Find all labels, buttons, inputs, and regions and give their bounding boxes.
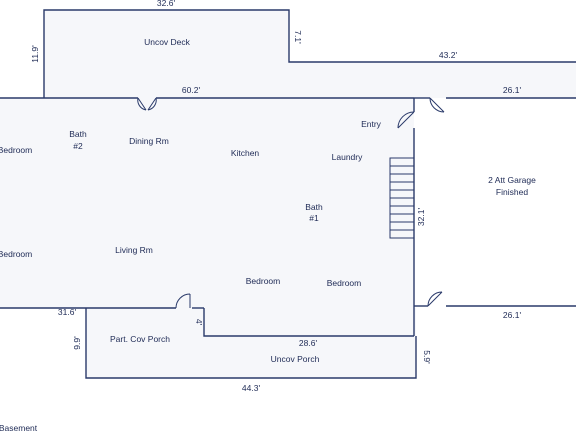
label-bedroom-left-bottom: Bedroom [0,249,32,259]
label-garage-finished: Finished [496,187,528,197]
dim-porch-inner: 28.6' [299,338,318,348]
dim-porch-right: 5.9' [422,350,432,364]
dim-porch-bottom: 44.3' [242,383,261,393]
label-living: Living Rm [115,245,153,255]
dim-deck-top: 32.6' [157,0,176,8]
label-part-cov-porch: Part. Cov Porch [110,334,170,344]
label-entry: Entry [361,119,382,129]
house-area [0,98,414,308]
label-uncov-porch: Uncov Porch [271,354,320,364]
dim-deck-step: 7.1' [293,30,303,44]
dim-porch-left: 9.9' [72,336,82,350]
stairs [389,157,415,239]
dim-deck-right: 43.2' [439,50,458,60]
label-garage: 2 Att Garage [488,175,536,185]
porch-notch-wall [203,308,414,337]
label-laundry: Laundry [332,152,363,162]
label-bath2: Bath [69,129,87,139]
label-uncov-deck: Uncov Deck [144,37,191,47]
dim-house-bottom-left: 31.6' [58,307,77,317]
dim-stair-wall: 32.1' [416,208,426,227]
porch-area [86,308,416,378]
dim-house-top: 60.2' [182,85,201,95]
deck-door-swing-right [147,97,157,111]
entry-door [397,111,415,129]
porch-door [175,293,191,309]
label-bath2-num: #2 [73,141,83,151]
garage-door-top [429,97,445,113]
label-kitchen: Kitchen [231,148,260,158]
deck-door [137,97,157,111]
deck-outline [43,9,576,98]
label-dining: Dining Rm [129,136,169,146]
label-bedroom-left-top: Bedroom [0,145,32,155]
label-bath1-num: #1 [309,213,319,223]
dim-garage-bottom: 26.1' [503,310,522,320]
dim-deck-left: 11.9' [30,45,40,63]
deck-area-left [44,10,289,98]
porch-outline [85,308,417,379]
dim-porch-notch: 4' [194,319,204,326]
label-bedroom-right: Bedroom [327,278,362,288]
deck-door-swing-left [137,97,147,111]
label-bedroom-mid: Bedroom [246,276,281,286]
deck-area-right [289,62,576,98]
label-bath1: Bath [305,202,323,212]
label-basement: Basement [0,423,38,432]
garage-door-bottom [427,291,443,307]
dim-garage-top: 26.1' [503,85,522,95]
